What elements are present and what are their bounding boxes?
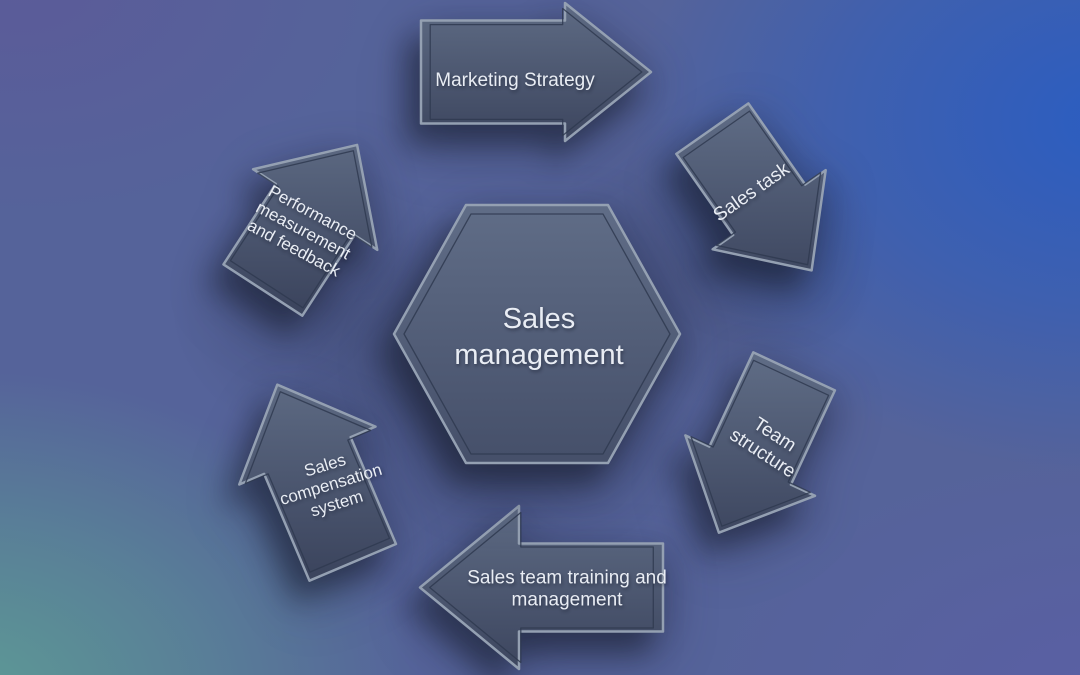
- block-arrow-left-icon: [418, 504, 665, 671]
- hexagon-icon: [392, 203, 682, 465]
- arrow-marketing-strategy: [419, 0, 653, 188]
- arrow-sales-compensation: [238, 376, 398, 582]
- center-label: Sales management: [454, 302, 624, 371]
- arrow-team-structure: [684, 351, 837, 542]
- arrow-performance-measurement: [222, 130, 385, 317]
- arrow-label-sales-team-training: Sales team training and management: [467, 567, 667, 611]
- block-arrow-up-left-icon: [238, 383, 398, 582]
- block-arrow-down-left-icon: [684, 351, 837, 534]
- hexagon-sales-management: [392, 202, 682, 466]
- block-arrow-down-right-icon: [675, 102, 827, 272]
- block-arrow-right-icon: [419, 1, 653, 143]
- arrow-label-marketing-strategy: Marketing Strategy: [435, 69, 595, 91]
- block-arrow-up-right-icon: [222, 143, 379, 317]
- arrow-sales-task: [675, 102, 832, 287]
- arrow-sales-team-training: [418, 465, 665, 675]
